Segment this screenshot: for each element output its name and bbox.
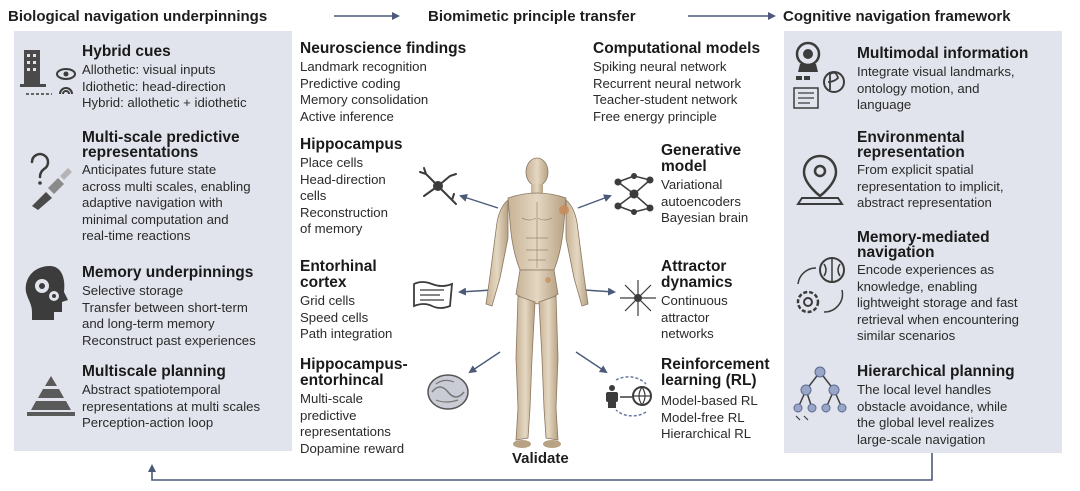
arrow-generative <box>577 194 612 209</box>
rl-title: Reinforcement learning (RL) <box>661 356 770 389</box>
generative-body: Variational autoencoders Bayesian brain <box>661 177 749 225</box>
hippocampus-title: Hippocampus <box>300 136 403 153</box>
left-panel <box>14 31 292 451</box>
tree-hierarchy-icon <box>793 366 847 421</box>
arrow-attractor <box>583 287 616 296</box>
validate-loop-arrow <box>148 452 933 481</box>
neuroscience-title: Neuroscience findings <box>300 40 467 57</box>
human-figure-illustration <box>485 157 589 448</box>
location-pin-icon <box>796 154 844 205</box>
computational-title: Computational models <box>593 40 761 57</box>
left-title-4: Multiscale planning <box>82 363 226 380</box>
right-body-3: Encode experiences as knowledge, enablin… <box>857 262 1020 343</box>
left-title-2: Multi-scale predictive representations <box>82 129 240 161</box>
right-panel <box>784 31 1062 453</box>
arrow-rl <box>575 351 608 374</box>
network-graph-icon <box>614 173 654 215</box>
head-gears-icon <box>25 266 69 320</box>
left-body-2: Anticipates future state across multi sc… <box>82 162 251 243</box>
validate-label: Validate <box>512 450 569 467</box>
hippo-entorhinal-body: Multi-scale predictive representations D… <box>300 391 405 456</box>
robot-globe-icon <box>606 376 652 417</box>
right-title-3: Memory-mediated navigation <box>857 229 990 261</box>
attractor-title: Attractor dynamics <box>661 258 733 291</box>
arrow-entorhinal <box>458 287 493 296</box>
arrow-hippocampus <box>459 194 499 209</box>
multimodal-icon <box>793 41 845 109</box>
rl-body: Model-based RL Model-free RL Hierarchica… <box>661 393 758 441</box>
right-title-4: Hierarchical planning <box>857 363 1015 380</box>
right-body-4: The local level handles obstacle avoidan… <box>857 382 1008 447</box>
brain-cycle-icon <box>796 257 845 314</box>
right-title-1: Multimodal information <box>857 45 1029 62</box>
left-body-4: Abstract spatiotemporal representations … <box>82 382 261 430</box>
landmark-eye-icon <box>20 50 76 95</box>
right-title-2: Environmental representation <box>857 129 965 161</box>
neuroscience-body: Landmark recognition Predictive coding M… <box>300 59 429 124</box>
generative-title: Generative model <box>661 142 742 175</box>
arrow-hippo-entorhinal <box>468 351 501 374</box>
header-cognitive: Cognitive navigation framework <box>783 8 1011 25</box>
header-biomimetic: Biomimetic principle transfer <box>428 8 636 25</box>
grid-map-icon <box>413 281 454 309</box>
hippocampus-body: Place cells Head-direction cells Reconst… <box>300 155 388 236</box>
right-body-2: From explicit spatial representation to … <box>857 162 1004 210</box>
header-biological: Biological navigation underpinnings <box>8 8 268 25</box>
left-title-1: Hybrid cues <box>82 43 171 60</box>
right-body-1: Integrate visual landmarks, ontology mot… <box>857 64 1015 112</box>
computational-body: Spiking neural network Recurrent neural … <box>593 59 742 124</box>
left-body-1: Allothetic: visual inputs Idiothetic: he… <box>82 62 247 110</box>
entorhinal-body: Grid cells Speed cells Path integration <box>300 293 393 341</box>
brain-scan-icon <box>427 374 469 410</box>
left-body-3: Selective storage Transfer between short… <box>82 283 256 348</box>
neuron-icon <box>419 167 457 205</box>
attractor-body: Continuous attractor networks <box>661 293 728 341</box>
pyramid-icon <box>27 376 75 416</box>
attractor-icon <box>620 280 656 316</box>
question-head-icon <box>30 152 72 210</box>
hippo-entorhinal-title: Hippocampus- entorhincal <box>300 356 408 389</box>
left-title-3: Memory underpinnings <box>82 264 254 281</box>
entorhinal-title: Entorhinal cortex <box>300 258 377 291</box>
